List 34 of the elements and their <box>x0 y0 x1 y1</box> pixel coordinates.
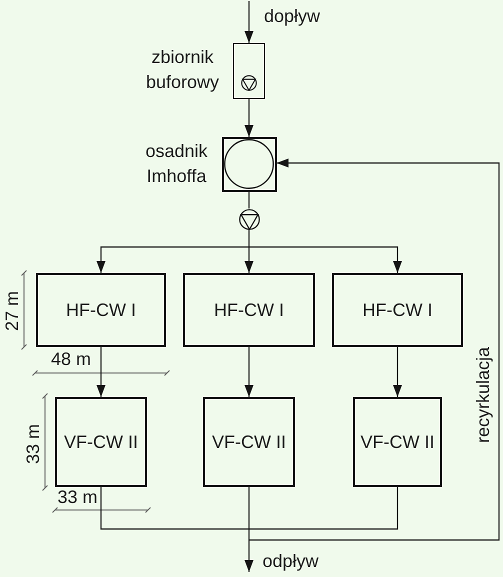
edge-label: dopływ <box>264 7 320 27</box>
connector-line <box>248 487 250 529</box>
node-label: VF-CW II <box>360 432 434 452</box>
node-label: osadnik Imhoffa <box>144 140 209 188</box>
process-box <box>353 397 442 487</box>
connector-line <box>100 487 249 530</box>
connector-line <box>248 230 250 247</box>
node-label: HF-CW I <box>214 300 284 320</box>
process-box <box>332 273 463 347</box>
arrow <box>96 246 249 273</box>
connector-line <box>248 192 250 208</box>
process-box <box>36 273 166 347</box>
edge-label: recyrkulacja <box>474 346 494 444</box>
arrow <box>244 347 254 397</box>
connector-line <box>248 529 250 540</box>
arrow <box>244 99 254 137</box>
edge-label: odpływ <box>262 552 319 572</box>
process-box <box>183 273 315 347</box>
arrow <box>249 158 500 541</box>
process-box <box>55 397 147 487</box>
arrow <box>96 347 106 397</box>
node-label: VF-CW II <box>212 432 286 452</box>
arrow <box>244 247 254 273</box>
arrow <box>393 347 402 397</box>
pump-icon <box>238 208 260 230</box>
node-label: zbiornik buforowy <box>144 46 220 94</box>
connector-line <box>249 487 398 530</box>
node-label: VF-CW II <box>64 432 138 452</box>
node-label: HF-CW I <box>66 300 136 320</box>
arrow <box>244 540 254 572</box>
process-box <box>203 397 295 487</box>
arrow <box>249 246 402 273</box>
arrow <box>244 1 254 43</box>
node-label: HF-CW I <box>362 300 432 320</box>
